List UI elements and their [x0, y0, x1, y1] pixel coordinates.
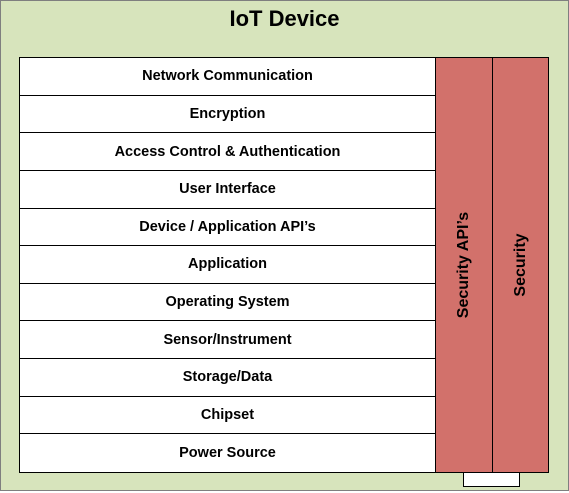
layer-application: Application [20, 246, 435, 284]
layer-network-communication: Network Communication [20, 58, 435, 96]
column-base-connector [463, 472, 520, 487]
security-apis-label: Security API’s [455, 211, 472, 319]
layer-storage-data: Storage/Data [20, 359, 435, 397]
layer-sensor-instrument: Sensor/Instrument [20, 321, 435, 360]
layer-user-interface: User Interface [20, 170, 435, 209]
security-column: Security [492, 57, 549, 473]
layer-power-source: Power Source [20, 434, 435, 472]
layer-encryption: Encryption [20, 95, 435, 134]
security-label: Security [511, 233, 529, 297]
layer-chipset: Chipset [20, 396, 435, 435]
diagram-title: IoT Device [229, 6, 340, 31]
layer-device-application-apis: Device / Application API’s [20, 208, 435, 247]
layer-operating-system: Operating System [20, 283, 435, 322]
security-apis-column: Security API’s [435, 57, 493, 473]
layer-stack: Network Communication Encryption Access … [19, 57, 436, 473]
layer-access-control: Access Control & Authentication [20, 133, 435, 171]
